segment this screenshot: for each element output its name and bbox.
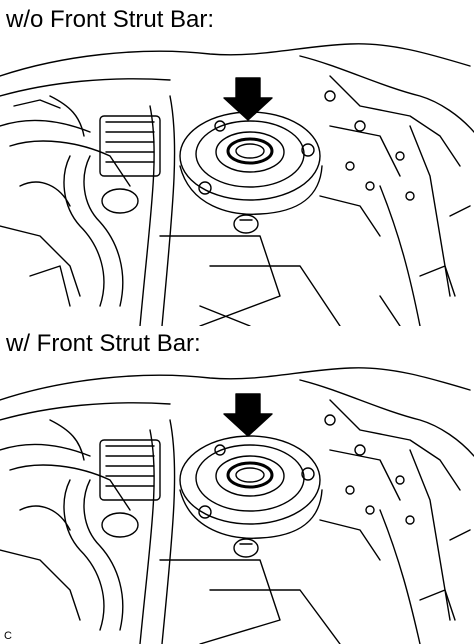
caption-without-strut-bar: w/o Front Strut Bar: <box>6 6 215 33</box>
body-panel-lines <box>0 367 474 644</box>
engine-bay-illustration <box>0 367 474 644</box>
diagram-panel-without-strut-bar <box>0 36 474 326</box>
strut-mount <box>179 111 323 234</box>
down-arrow-icon <box>223 77 273 121</box>
body-panel-lines <box>0 43 474 326</box>
figure-code: C <box>4 630 12 642</box>
strut-mount <box>179 435 323 558</box>
fender-lines <box>139 95 341 326</box>
engine-bay-illustration <box>0 43 474 326</box>
fender-lines <box>139 419 341 644</box>
left-components <box>0 419 161 631</box>
right-components <box>319 90 415 237</box>
caption-with-strut-bar: w/ Front Strut Bar: <box>6 330 201 357</box>
right-components <box>319 414 415 561</box>
diagram-panel-with-strut-bar: C <box>0 360 474 644</box>
left-components <box>0 95 161 307</box>
down-arrow-icon <box>223 393 273 437</box>
